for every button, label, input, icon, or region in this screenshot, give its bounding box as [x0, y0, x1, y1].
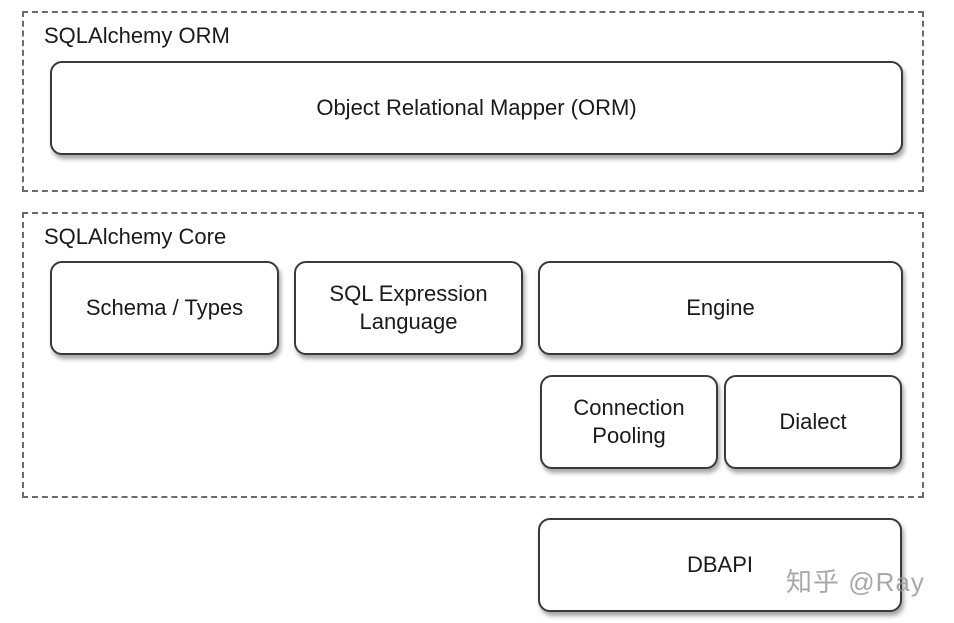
sql-expression-language-box: SQL Expression Language [294, 261, 523, 355]
connection-pooling-box: Connection Pooling [540, 375, 718, 469]
dbapi-label: DBAPI [686, 552, 754, 577]
dialect-label: Dialect [779, 409, 847, 434]
connection-pooling-label: Connection Pooling [573, 395, 685, 448]
dialect-box: Dialect [724, 375, 902, 469]
core-group-label: SQLAlchemy Core [44, 224, 227, 249]
schema-types-box: Schema / Types [50, 261, 279, 355]
schema-types-label: Schema / Types [85, 295, 244, 320]
sqlalchemy-orm-group: SQLAlchemy ORM [22, 11, 924, 192]
engine-label: Engine [686, 295, 755, 320]
orm-label: Object Relational Mapper (ORM) [316, 95, 637, 120]
orm-group-label: SQLAlchemy ORM [44, 23, 230, 48]
sql-expression-language-label: SQL Expression Language [329, 281, 488, 334]
watermark: 知乎 @Ray [786, 567, 925, 597]
sqlalchemy-core-group: SQLAlchemy Core [22, 212, 924, 498]
dbapi-box: DBAPI [538, 518, 902, 612]
engine-box: Engine [538, 261, 903, 355]
orm-box: Object Relational Mapper (ORM) [50, 61, 903, 155]
